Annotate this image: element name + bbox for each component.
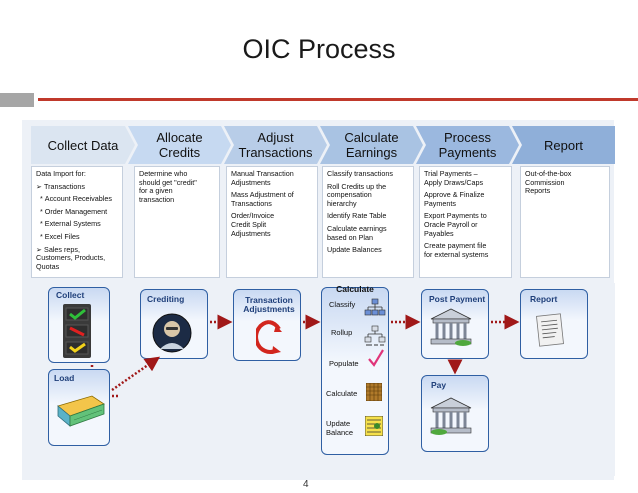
person-portrait-icon [152, 313, 192, 353]
collect-checklist-icon [63, 304, 91, 358]
desc-line: External Systems [36, 220, 118, 229]
desc-line: Classify transactions [327, 169, 393, 178]
desc-line: Create payment file for external systems [424, 241, 489, 259]
pay-label: Pay [431, 380, 447, 390]
desc-line: Manual Transaction Adjustments [231, 169, 294, 187]
pay-box [421, 375, 489, 452]
collect-label: Collect [56, 290, 85, 300]
desc-line: Approve & Finalize Payments [424, 190, 485, 208]
post-payment-box [421, 289, 489, 359]
desc-line: Data Import for: [36, 169, 86, 178]
desc-line: Trial Payments – Apply Draws/Caps [424, 169, 484, 187]
desc-line: Calculate earnings based on Plan [327, 223, 387, 242]
checkmark-icon [368, 349, 384, 367]
report-label: Report [530, 294, 558, 304]
calculator-icon [366, 383, 382, 401]
refresh-cycle-icon [256, 320, 282, 354]
title-rule-red [38, 98, 638, 101]
desc-adjust: Manual Transaction Adjustments Mass Adju… [226, 166, 318, 278]
phase-report: Report [512, 126, 615, 164]
phase-process-payments: Process Payments [416, 126, 519, 164]
desc-line: Order Management [36, 207, 118, 217]
desc-line: Identify Rate Table [327, 211, 387, 221]
title-rule-gap [34, 93, 38, 107]
calc-step-calculate: Calculate [326, 389, 358, 398]
slide-title: OIC Process [242, 34, 396, 64]
phase-allocate-credits: Allocate Credits [128, 126, 231, 164]
desc-line: Roll Credits up the compensation hierarc… [327, 181, 387, 208]
document-icon [536, 313, 564, 347]
desc-calculate: Classify transactions Roll Credits up th… [322, 166, 414, 278]
transaction-adjustments-label: Transaction Adjustments [243, 295, 295, 314]
desc-line: Account Receivables [36, 195, 118, 204]
desc-line: Mass Adjustment of Transactions [231, 190, 294, 208]
calc-step-update-balance: Update Balance [326, 419, 354, 437]
calc-step-rollup: Rollup [331, 328, 353, 337]
post-payment-label: Post Payment [429, 294, 486, 304]
arrow-load-to-crediting [111, 356, 161, 392]
description-row: Data Import for: Transactions Account Re… [31, 166, 615, 278]
phase-row: Collect Data Allocate Credits Adjust Tra… [31, 126, 615, 164]
bank-icon [430, 308, 472, 346]
desc-line: Transactions [36, 182, 118, 192]
desc-collect: Data Import for: Transactions Account Re… [31, 166, 123, 278]
page-number: 4 [303, 479, 309, 490]
phase-adjust-transactions: Adjust Transactions [224, 126, 327, 164]
desc-line: Sales reps, Customers, Products, Quotas [36, 245, 118, 272]
desc-payments: Trial Payments – Apply Draws/Caps Approv… [419, 166, 512, 278]
transaction-adjustments-box [233, 289, 301, 361]
bank-payout-icon [430, 397, 472, 435]
calc-step-populate: Populate [329, 359, 359, 368]
hierarchy-icon [364, 298, 386, 316]
desc-line: Out-of-the-box Commission Reports [525, 169, 572, 196]
phase-calculate-earnings: Calculate Earnings [320, 126, 423, 164]
desc-line: Determine who should get "credit" for a … [139, 169, 197, 204]
desc-line: Export Payments to Oracle Payroll or Pay… [424, 211, 487, 238]
ledger-icon [365, 416, 383, 436]
desc-line: Update Balances [327, 245, 382, 255]
load-data-icon [57, 395, 105, 427]
title-rule-grey [0, 93, 34, 107]
phase-collect-data: Collect Data [31, 126, 135, 164]
desc-report: Out-of-the-box Commission Reports [520, 166, 610, 278]
load-label: Load [54, 373, 75, 383]
desc-allocate: Determine who should get "credit" for a … [134, 166, 220, 278]
org-chart-icon [364, 325, 386, 346]
desc-line: Excel Files [36, 232, 118, 242]
calc-step-classify: Classify [329, 300, 356, 309]
calculate-title: Calculate [336, 284, 374, 294]
desc-line: Order/Invoice Credit Split Adjustments [231, 211, 275, 238]
crediting-label: Crediting [147, 294, 185, 304]
